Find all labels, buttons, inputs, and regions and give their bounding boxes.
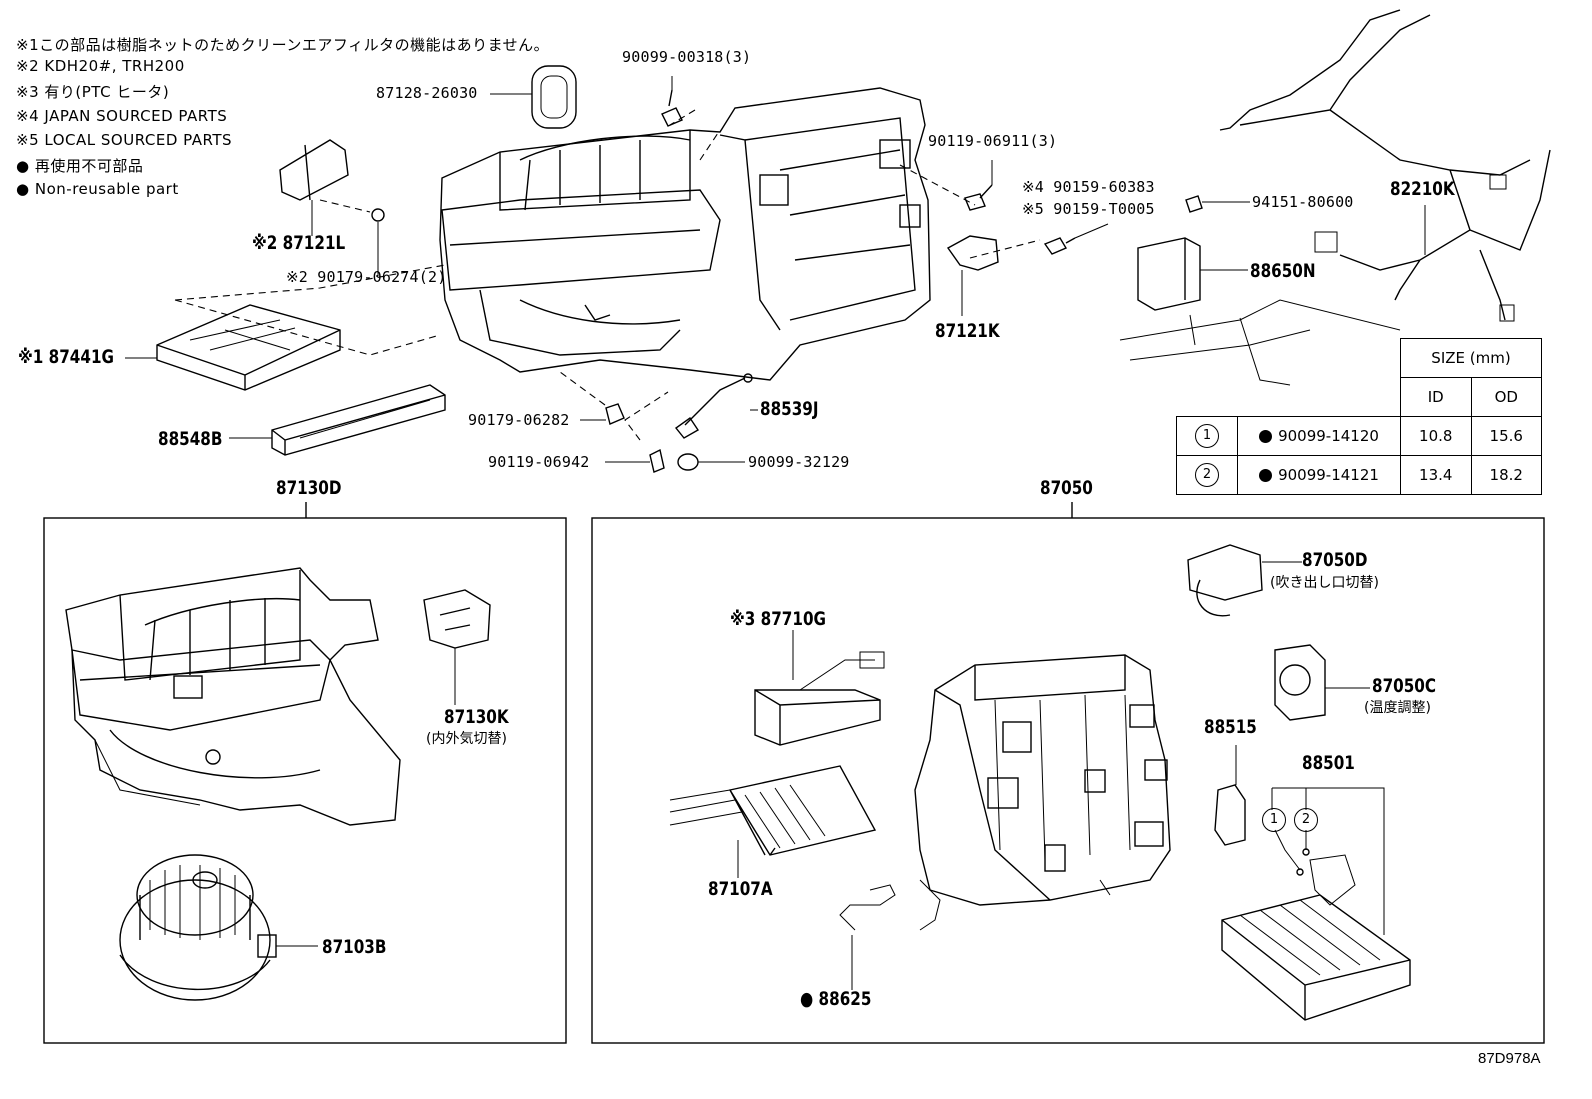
size-table-row: 1 90099-14120 10.8 15.6 [1176, 416, 1542, 456]
callout-90099-00318[interactable]: 90099-00318(3) [622, 48, 752, 66]
note-7-mark: ● [16, 180, 30, 198]
callout-90119-06911[interactable]: 90119-06911(3) [928, 132, 1058, 150]
row-od-1: 15.6 [1470, 416, 1542, 456]
note-6: ● 再使用不可部品 [16, 155, 143, 176]
callout-90119-06942[interactable]: 90119-06942 [488, 453, 590, 471]
callout-87050C[interactable]: 87050C [1372, 675, 1437, 697]
callout-88548B[interactable]: 88548B [158, 428, 223, 450]
o-ring-size-table: SIZE (mm) ID OD 1 90099-14120 10.8 15.6 … [1176, 338, 1542, 495]
size-table-col-id: ID [1400, 377, 1472, 417]
note-3-text: 有り(PTC ヒータ) [44, 83, 170, 101]
callout-94151-80600[interactable]: 94151-80600 [1252, 193, 1354, 211]
size-table-title: SIZE (mm) [1400, 338, 1542, 378]
note-2-text: KDH20#, TRH200 [44, 57, 185, 75]
note-6-mark: ● [16, 157, 30, 175]
note-1-text: この部品は樹脂ネットのためクリーンエアフィルタの機能はありません。 [39, 36, 550, 54]
callout-87130K-sub: (内外気切替) [426, 731, 507, 747]
grommet-shape [531, 65, 577, 129]
note-1-mark: ※1 [16, 36, 40, 54]
heater-unit-87050 [914, 654, 1171, 931]
row-part-1[interactable]: 90099-14120 [1278, 427, 1379, 445]
callout-90159-60383[interactable]: ※4 90159-60383 [1022, 178, 1155, 196]
note-4-mark: ※4 [16, 107, 40, 125]
row-id-1: 10.8 [1400, 416, 1472, 456]
callout-87107A[interactable]: 87107A [708, 878, 773, 900]
o-ring-circle-2: 2 [1294, 808, 1318, 832]
callout-90179-06282[interactable]: 90179-06282 [468, 411, 570, 429]
row-part-2[interactable]: 90099-14121 [1278, 466, 1379, 484]
callout-87121L[interactable]: ※2 87121L [252, 232, 346, 254]
callout-82210K[interactable]: 82210K [1390, 178, 1455, 200]
non-reusable-dot-icon [1259, 469, 1273, 482]
callout-88501[interactable]: 88501 [1302, 752, 1355, 774]
note-7: ● Non-reusable part [16, 180, 179, 198]
ptc-heater-87710G [754, 689, 881, 746]
row-circle-2: 2 [1195, 463, 1219, 487]
figure-code: 87D978A [1478, 1050, 1541, 1067]
note-6-text: 再使用不可部品 [34, 157, 144, 175]
callout-90179-06274[interactable]: ※2 90179-06274(2) [286, 268, 447, 286]
group-box-87130D [43, 517, 567, 1044]
row-circle-1: 1 [1195, 424, 1219, 448]
callout-87130D[interactable]: 87130D [276, 477, 342, 499]
servo-87130K [423, 589, 491, 649]
callout-88625[interactable]: ● 88625 [800, 988, 872, 1010]
callout-90099-32129[interactable]: 90099-32129 [748, 453, 850, 471]
note-3-mark: ※3 [16, 83, 40, 101]
note-2-mark: ※2 [16, 57, 40, 75]
callout-88539J[interactable]: 88539J [760, 398, 819, 420]
callout-87441G[interactable]: ※1 87441G [18, 346, 115, 368]
note-7-text: Non-reusable part [34, 180, 179, 198]
note-5: ※5 LOCAL SOURCED PARTS [16, 131, 232, 149]
callout-87050C-sub: (温度調整) [1364, 700, 1431, 716]
row-id-2: 13.4 [1400, 455, 1472, 495]
blower-assembly-drawing [65, 567, 401, 826]
callout-87128-26030[interactable]: 87128-26030 [376, 84, 478, 102]
non-reusable-dot-icon [1259, 430, 1273, 443]
row-od-2: 18.2 [1470, 455, 1542, 495]
callout-88650N[interactable]: 88650N [1250, 260, 1316, 282]
note-5-text: LOCAL SOURCED PARTS [44, 131, 233, 149]
callout-88515[interactable]: 88515 [1204, 716, 1257, 738]
callout-87710G[interactable]: ※3 87710G [730, 608, 827, 630]
callout-87103B[interactable]: 87103B [322, 936, 387, 958]
note-5-mark: ※5 [16, 131, 40, 149]
note-1: ※1この部品は樹脂ネットのためクリーンエアフィルタの機能はありません。 [16, 34, 549, 55]
callout-87050D[interactable]: 87050D [1302, 549, 1368, 571]
note-3: ※3 有り(PTC ヒータ) [16, 81, 169, 102]
note-4-text: JAPAN SOURCED PARTS [44, 107, 228, 125]
note-2: ※2 KDH20#, TRH200 [16, 57, 185, 75]
callout-87050D-sub: (吹き出し口切替) [1270, 575, 1379, 591]
heater-unit-assembly-top [439, 87, 931, 381]
group-box-87050 [591, 517, 1545, 1044]
size-table-col-od: OD [1470, 377, 1542, 417]
size-table-row: 2 90099-14121 13.4 18.2 [1176, 455, 1542, 495]
callout-90159-T0005[interactable]: ※5 90159-T0005 [1022, 200, 1155, 218]
callout-87050[interactable]: 87050 [1040, 477, 1093, 499]
callout-87121K[interactable]: 87121K [935, 320, 1000, 342]
note-4: ※4 JAPAN SOURCED PARTS [16, 107, 227, 125]
callout-87130K[interactable]: 87130K [444, 706, 509, 728]
o-ring-circle-1: 1 [1262, 808, 1286, 832]
